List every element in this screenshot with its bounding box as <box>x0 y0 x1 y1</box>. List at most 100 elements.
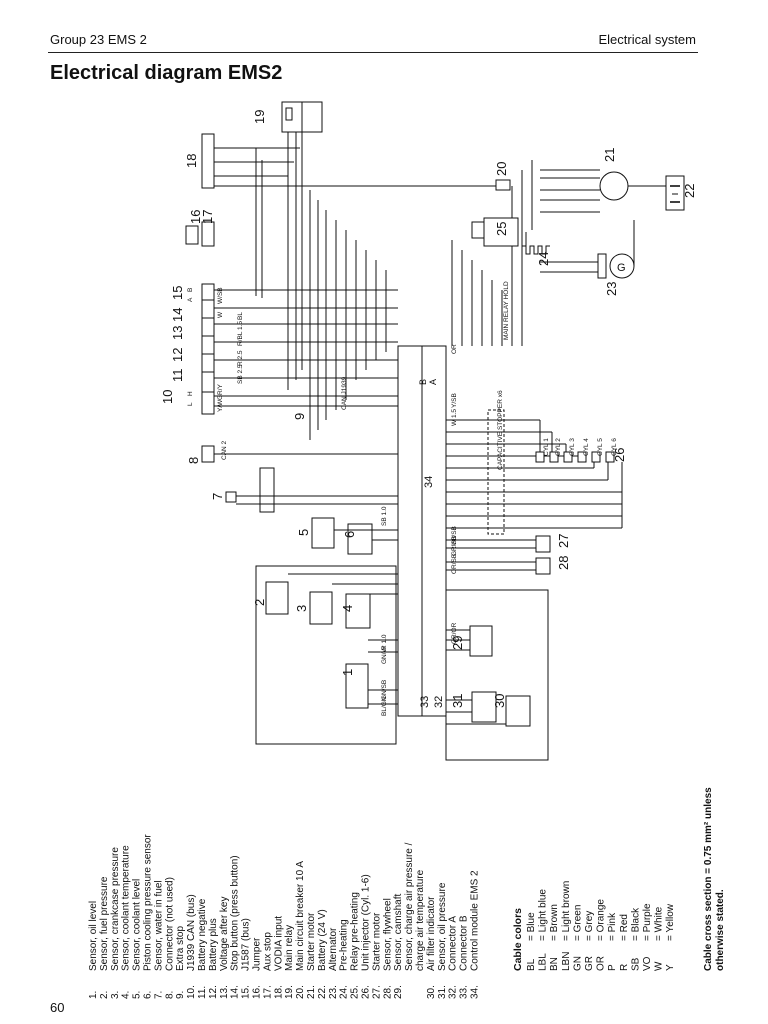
legend-number: 25. <box>350 985 361 999</box>
legend-number: 2. <box>99 991 110 999</box>
connector-18 <box>201 133 215 189</box>
legend-text: J1587 (bus) <box>241 918 252 971</box>
legend-text: Piston cooling pressure sensor <box>143 834 154 971</box>
legend-text: Starter motor <box>306 912 317 971</box>
header-right: Electrical system <box>598 32 696 47</box>
cable-color-name: = Purple <box>642 903 653 941</box>
legend-text: VODIA input <box>273 916 284 971</box>
legend-text: Stop button (press button) <box>230 855 241 971</box>
capacitive-stopper-box <box>487 409 505 535</box>
wire-labels: MAIN RELAY HOLD CAPACITIVE STOPPER x6 CY… <box>187 281 618 716</box>
wire-r25: R 2.5 <box>237 350 244 366</box>
label-12: 12 <box>170 348 185 362</box>
label-5: 5 <box>296 529 311 536</box>
main-relay-19 <box>281 101 323 133</box>
legend-number: 20. <box>295 985 306 999</box>
wire-can2: CAN 2 <box>221 440 228 460</box>
wire-r-bl: R/BL 1.5 <box>237 321 244 346</box>
legend-text: Battery plus <box>208 918 219 971</box>
legend-text: Alternator <box>328 927 339 971</box>
sensor-5-box <box>311 517 335 549</box>
label-17: 17 <box>200 210 215 224</box>
label-21: 21 <box>602 148 617 162</box>
cable-color-name: = Grey <box>584 911 595 941</box>
connector-7 <box>225 467 275 513</box>
cable-color-code: GR <box>584 956 595 971</box>
wire-can-j1939: CAN J1939 <box>341 376 348 410</box>
wire-gn-w: GN/W <box>381 645 388 664</box>
label-22: 22 <box>682 184 697 198</box>
legend-number: 19. <box>284 985 295 999</box>
relay-preheating-25 <box>471 217 519 247</box>
header-left: Group 23 EMS 2 <box>50 32 147 47</box>
label-26: 26 <box>612 448 627 462</box>
legend-number: 7. <box>153 991 164 999</box>
sensor-1-box <box>345 663 369 709</box>
legend-text: Sensor, camshaft <box>393 894 404 971</box>
wire-sb10: SB 1.0 <box>381 506 388 526</box>
label-9: 9 <box>292 413 307 420</box>
legend-text: Voltage after key <box>219 897 230 972</box>
wire-r10: R 1.0 <box>381 634 388 650</box>
pin-h: H <box>187 391 194 396</box>
legend-number: 29. <box>393 985 404 999</box>
label-2: 2 <box>252 599 267 606</box>
label-16: 16 <box>188 210 203 224</box>
legend-text: Battery (24 V) <box>317 909 328 971</box>
page-number: 60 <box>50 1000 65 1015</box>
cable-color-name: = Brown <box>549 904 560 941</box>
capacitive-stopper-label: CAPACITIVE STOPPER x6 <box>497 390 504 470</box>
legend-text: Sensor, crankcase pressure <box>110 847 121 971</box>
cable-color-name: = Light brown <box>561 881 572 941</box>
legend-text: Relay pre-heating <box>350 892 361 971</box>
legend-text: Sensor, oil level <box>88 901 99 971</box>
label-34: 34 <box>423 476 435 488</box>
header-rule <box>48 52 698 53</box>
legend-text: Sensor, water in fuel <box>153 880 164 971</box>
cable-color-code: R <box>619 964 630 971</box>
legend-text: Sensor, coolant level <box>132 879 143 971</box>
legend-number: 15. <box>241 985 252 999</box>
cable-color-code: Y <box>665 964 676 971</box>
legend-number: 13. <box>219 985 230 999</box>
legend-number: 23. <box>328 985 339 999</box>
cyl2-label: CYL 2 <box>555 438 562 456</box>
legend-number: 26. <box>361 985 372 999</box>
legend-number: 34. <box>470 985 481 999</box>
label-20: 20 <box>494 162 509 176</box>
connector-strip-10-15 <box>201 283 215 415</box>
wire-y-sb: Y/SB <box>451 393 458 408</box>
legend-number: 1. <box>88 991 99 999</box>
label-4: 4 <box>340 605 355 612</box>
wire-sb25: SB 2.5 <box>237 364 244 384</box>
sensor-3-box <box>309 591 333 625</box>
cable-color-code: LBL <box>538 953 549 971</box>
label-24: 24 <box>536 252 551 266</box>
label-3: 3 <box>294 605 309 612</box>
label-23: 23 <box>604 282 619 296</box>
wire-gr-y: GR/Y <box>217 383 224 400</box>
label-14: 14 <box>170 308 185 322</box>
cyl6-label: CYL 6 <box>611 438 618 456</box>
wire-or-sb: OR/SB <box>451 554 458 574</box>
label-30: 30 <box>492 694 507 708</box>
alternator-g-symbol: G <box>617 262 626 274</box>
lower-right-loop <box>445 589 549 761</box>
label-18: 18 <box>184 154 199 168</box>
legend-text: Starter motor <box>371 912 382 971</box>
sensor-27-28 <box>446 535 551 575</box>
wire-vo-sb: VO/SB <box>451 526 458 546</box>
legend-text: Battery negative <box>197 898 208 971</box>
pin-a: A <box>187 297 194 302</box>
legend-number: 5. <box>132 991 143 999</box>
cable-color-name: = Green <box>572 905 583 941</box>
label-6: 6 <box>342 531 357 538</box>
control-module-ems2: 34 B A 33 32 <box>397 345 447 717</box>
legend-number: 8. <box>164 991 175 999</box>
label-19: 19 <box>252 110 267 124</box>
wire-or: OR <box>451 344 458 354</box>
